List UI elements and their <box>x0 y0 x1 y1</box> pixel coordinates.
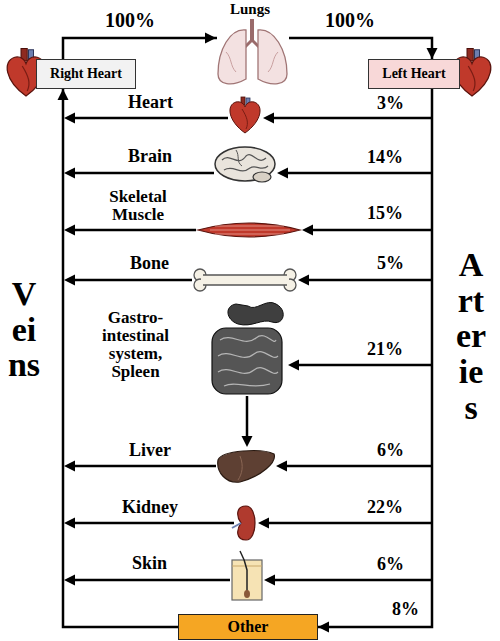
skin-icon <box>232 551 262 600</box>
muscle-icon <box>198 223 300 237</box>
kidney-icon <box>232 506 255 540</box>
organ-name: Bone <box>130 254 169 274</box>
branch-arrows <box>73 118 432 580</box>
box-label: Right Heart <box>50 66 122 81</box>
bone-icon <box>194 269 296 291</box>
flow-percent: 3% <box>377 94 404 114</box>
flow-percent: 100% <box>105 9 155 31</box>
organ-name: Lungs <box>230 1 270 18</box>
flow-percent: 21% <box>367 340 403 360</box>
vessel-name: Veins <box>7 276 41 383</box>
flow-percent: 15% <box>367 204 403 224</box>
right-heart-box: Right Heart <box>36 59 136 89</box>
brain-icon <box>215 147 275 182</box>
flow-percent: 5% <box>377 254 404 274</box>
flow-percent: 100% <box>325 9 375 31</box>
organ-name: Heart <box>128 93 173 113</box>
organ-name: Skin <box>132 554 167 574</box>
organ-name: Kidney <box>122 498 178 518</box>
organ-name: Gastro- intestinal system, Spleen <box>83 309 188 380</box>
flow-percent: 8% <box>392 600 419 620</box>
branch-arrowheads <box>64 113 313 586</box>
box-label: Left Heart <box>382 66 445 81</box>
organ-name: Skeletal Muscle <box>88 188 188 224</box>
vessel-name: Arteries <box>454 247 488 425</box>
organ-name: Brain <box>128 147 172 167</box>
gi-icon <box>212 302 283 394</box>
flow-connector <box>318 89 432 627</box>
box-label: Other <box>228 618 269 636</box>
flow-percent: 14% <box>367 148 403 168</box>
heart-icon <box>230 97 260 133</box>
other-box: Other <box>178 614 318 640</box>
flow-percent: 6% <box>377 441 404 461</box>
organ-name: Liver <box>129 441 171 461</box>
liver-icon <box>218 451 275 483</box>
flow-percent: 6% <box>377 555 404 575</box>
left-heart-box: Left Heart <box>368 59 460 89</box>
flow-percent: 22% <box>367 498 403 518</box>
